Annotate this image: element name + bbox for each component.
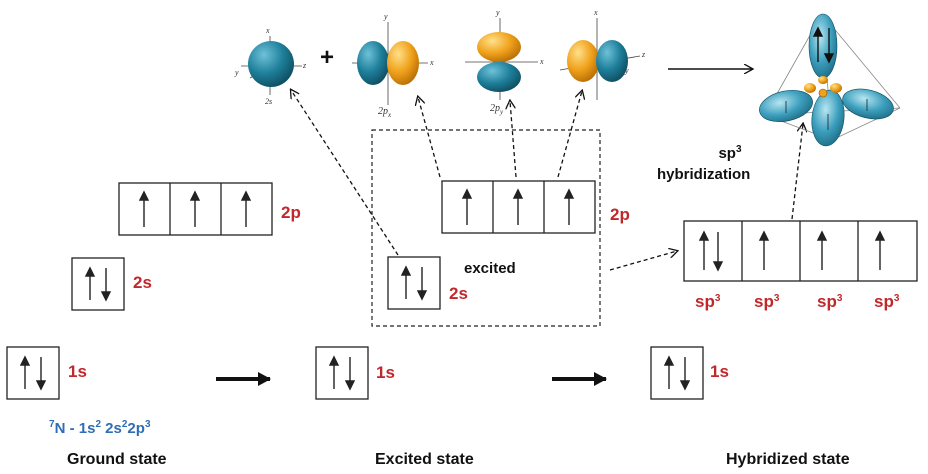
s-axis-right: z bbox=[303, 61, 307, 70]
ground-electron-config: 7N - 1s2 2s22p3 bbox=[49, 419, 151, 437]
hybridized-state-title: Hybridized state bbox=[726, 451, 850, 468]
excited-dashed-frame bbox=[371, 129, 601, 327]
plus-sign: + bbox=[320, 44, 335, 71]
excited-2p-label: 2p bbox=[610, 205, 630, 224]
pz-axis-top: x bbox=[594, 8, 598, 17]
pz-axis-bottom: y bbox=[625, 66, 629, 75]
sp3-orbital-label-3: sp3 bbox=[817, 292, 843, 311]
px-orbital-name: 2px bbox=[378, 106, 392, 119]
ground-2p-electrons bbox=[138, 190, 252, 227]
pz-axis-right: z bbox=[642, 50, 646, 59]
hybrid-sp3-boxes bbox=[683, 220, 918, 282]
ground-2p-label: 2p bbox=[281, 203, 301, 222]
py-axis-top: y bbox=[496, 8, 500, 17]
hybrid-sp3-electrons bbox=[698, 230, 886, 272]
excited-state-title: Excited state bbox=[375, 451, 474, 468]
arrow-2s-to-s-orbital bbox=[291, 90, 399, 256]
sp3-orbital-label-4: sp3 bbox=[874, 292, 900, 311]
sp3-orbital-label-2: sp3 bbox=[754, 292, 780, 311]
arrow-2p-to-py bbox=[510, 101, 517, 178]
excited-2p-electrons bbox=[461, 188, 575, 225]
sp3-tetrahedral-icon bbox=[759, 13, 901, 147]
arrow-2p-to-pz bbox=[557, 91, 582, 178]
excited-note: excited bbox=[464, 260, 516, 277]
arrow-excited-to-hybrid-box bbox=[609, 251, 677, 271]
excited-2s-label: 2s bbox=[449, 284, 468, 303]
ground-2s-label: 2s bbox=[133, 273, 152, 292]
arrow-hybrid-to-tetrahedral bbox=[791, 124, 803, 220]
s-axis-left: y bbox=[235, 68, 239, 77]
s-orbital-name: 2s bbox=[265, 97, 273, 106]
px-axis-top: y bbox=[384, 12, 388, 21]
py-orbital-icon bbox=[465, 18, 538, 100]
pz-orbital-icon bbox=[559, 18, 641, 100]
sp3-hybridization-label-line2: hybridization bbox=[657, 166, 751, 183]
hybrid-1s-label: 1s bbox=[710, 362, 729, 381]
ground-1s-box bbox=[6, 346, 60, 400]
s-orbital-icon bbox=[241, 36, 302, 95]
excited-2s-box bbox=[387, 256, 441, 310]
px-axis-right: x bbox=[430, 58, 434, 67]
py-axis-right: x bbox=[540, 57, 544, 66]
arrow-2p-to-px bbox=[418, 97, 441, 178]
py-orbital-name: 2py bbox=[490, 103, 504, 116]
ground-state-title: Ground state bbox=[67, 451, 167, 468]
ground-2s-box bbox=[71, 257, 125, 311]
ground-1s-label: 1s bbox=[68, 362, 87, 381]
px-orbital-icon bbox=[352, 22, 428, 105]
dashed-arrows bbox=[291, 90, 803, 271]
excited-1s-label: 1s bbox=[376, 363, 395, 382]
sp3-hybridization-label: sp3 bbox=[718, 144, 742, 162]
hybrid-1s-box bbox=[650, 346, 704, 400]
s-axis-top: x bbox=[266, 26, 270, 35]
sp3-orbital-label-1: sp3 bbox=[695, 292, 721, 311]
excited-1s-box bbox=[315, 346, 369, 400]
